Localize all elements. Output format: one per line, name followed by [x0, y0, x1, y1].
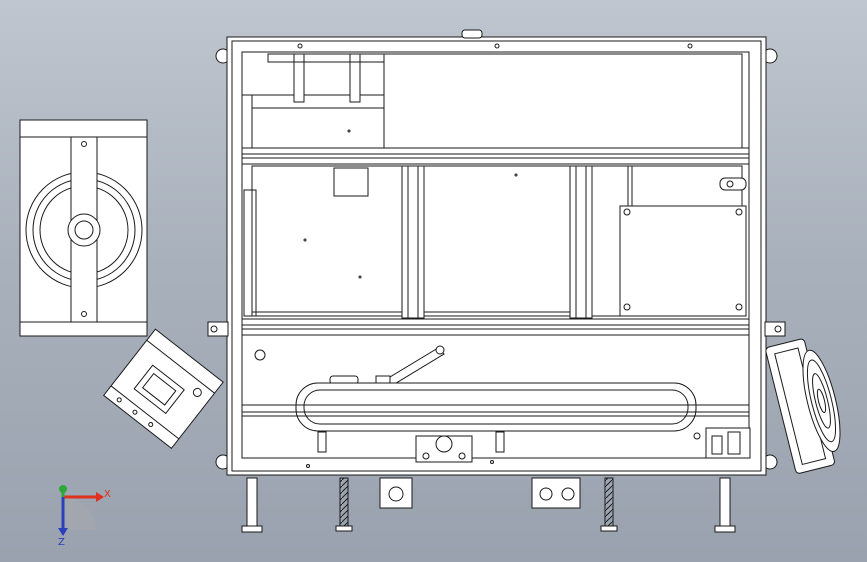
heater-tube	[242, 382, 749, 432]
top-chamber	[242, 53, 743, 149]
lower-chamber	[306, 427, 751, 468]
middle-compartment-right	[591, 165, 747, 317]
z-axis-arrow-icon	[58, 528, 68, 536]
middle-compartment-center	[401, 165, 593, 319]
x-axis-label: X	[104, 489, 111, 500]
x-axis-arrow-icon	[96, 492, 104, 502]
frame-rails	[241, 147, 750, 336]
coordinate-triad: X Z	[58, 485, 111, 548]
wheel-assembly	[19, 119, 148, 337]
z-axis-label: Z	[58, 537, 65, 548]
middle-compartment-left	[243, 165, 403, 317]
y-axis-marker-icon	[59, 485, 67, 493]
hinged-electrical-box	[102, 328, 224, 450]
leveling-feet	[241, 477, 736, 533]
cooling-fan	[765, 338, 841, 474]
